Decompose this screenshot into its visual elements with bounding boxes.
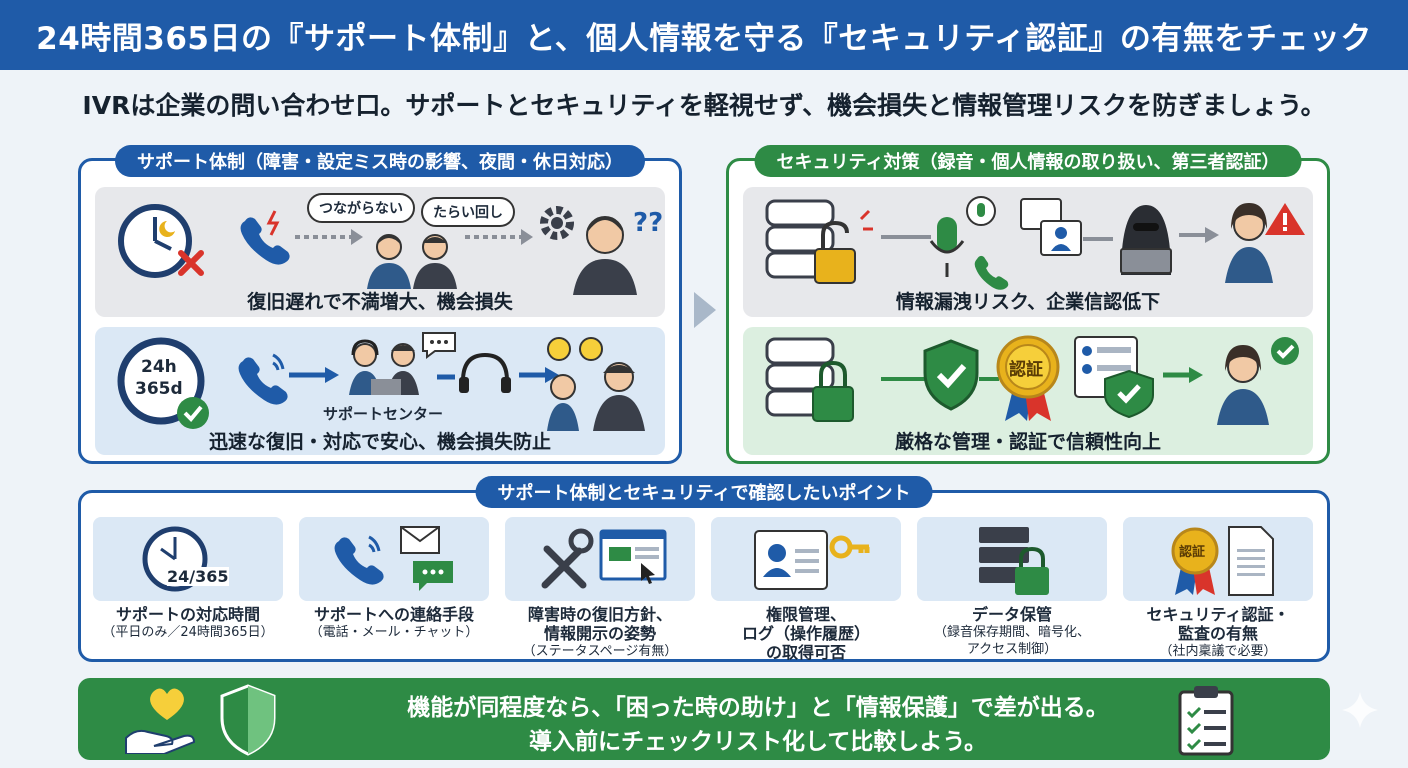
tools-screen-icon	[541, 528, 667, 589]
security-bad-scene: 情報漏洩リスク、企業信認低下	[743, 187, 1313, 317]
point-2-detail: （電話・メール・チャット）	[309, 625, 479, 640]
summary-line-1: 機能が同程度なら、「困った時の助け」と「情報保護」で差が出る。	[407, 695, 1109, 721]
arrow-right-icon-4	[1179, 227, 1219, 243]
chevron-right-icon	[694, 292, 716, 328]
clock-24-365-label: 24/365	[167, 567, 229, 586]
cert-document-icon	[1171, 526, 1274, 596]
point-contact-method: サポートへの連絡手段 （電話・メール・チャット）	[299, 517, 489, 641]
support-agents-icon	[349, 339, 419, 395]
support-bad-caption: 復旧遅れで不満増大、機会損失	[247, 291, 513, 313]
bubble-runaround: たらい回し	[421, 197, 515, 227]
hacker-icon	[1120, 205, 1172, 275]
worried-woman-icon	[1225, 203, 1305, 283]
clock-24h-label: 24h	[141, 357, 177, 377]
support-good-caption: 迅速な復旧・対応で安心、機会損失防止	[208, 431, 551, 453]
point-6-detail: （社内稟議で必要）	[1159, 644, 1277, 659]
point-data-storage: データ保管 （録音保存期間、暗号化、アクセス制御）	[917, 517, 1107, 658]
green-arrow-right-icon	[1163, 367, 1203, 383]
arrow-right-icon-5	[979, 377, 999, 381]
phone-mail-chat-icon	[334, 526, 453, 591]
arrow-right-icon-3	[1083, 237, 1113, 241]
database-locked-icon	[765, 337, 854, 422]
green-arrow-icon	[881, 377, 927, 381]
shield-icon	[220, 684, 276, 756]
24-365-clock-icon	[117, 337, 209, 429]
subtitle: IVRは企業の問い合わせ口。サポートとセキュリティを軽視せず、機会損失と情報管理…	[82, 91, 1326, 120]
security-good-scene: 認証 厳格な管理・認証で信頼性向上	[743, 327, 1313, 455]
confused-man-icon: ??	[573, 208, 663, 295]
cert-badge-label: 認証	[1009, 360, 1043, 380]
phone-call-icon	[238, 353, 288, 405]
user-list-check-icon	[1074, 336, 1154, 419]
bubble-not-connecting: つながらない	[307, 193, 415, 223]
phone-ringing-icon	[240, 210, 290, 265]
check-points-title: サポート体制とセキュリティで確認したいポイント	[475, 476, 933, 508]
id-key-icon	[754, 530, 870, 590]
microphone-icon	[929, 196, 1009, 290]
point-support-hours: 24/365 サポートの対応時間 （平日のみ／24時間365日）	[93, 517, 283, 641]
point-3-title: 障害時の復旧方針、情報開示の姿勢	[527, 605, 672, 643]
headset-icon	[437, 352, 511, 393]
frustrated-people-icon	[367, 234, 457, 289]
summary-line-2: 導入前にチェックリスト化して比較しよう。	[529, 729, 987, 755]
cert-badge-label-2: 認証	[1179, 545, 1206, 560]
point-6-title: セキュリティ認証・監査の有無	[1146, 605, 1290, 643]
point-4-title: 権限管理、ログ（操作履歴）の取得可否	[741, 605, 870, 662]
point-1-title: サポートの対応時間	[115, 605, 260, 624]
night-clock-icon	[118, 204, 204, 278]
gear-icon	[540, 206, 574, 240]
point-5-detail: （録音保存期間、暗号化、アクセス制御）	[933, 625, 1090, 657]
line-arrow-icon	[881, 235, 931, 239]
id-card-icon	[1020, 198, 1082, 256]
certification-badge-icon	[996, 335, 1060, 421]
happy-customers-icon	[547, 337, 645, 431]
header-banner: 24時間365日の『サポート体制』と、個人情報を守る『セキュリティ認証』の有無を…	[0, 0, 1408, 70]
point-recovery-policy: 障害時の復旧方針、情報開示の姿勢 （ステータスページ有無）	[505, 517, 695, 660]
checklist-icon	[1178, 686, 1234, 756]
security-good-caption: 厳格な管理・認証で信頼性向上	[894, 431, 1161, 453]
sparkle-icon	[1342, 692, 1378, 728]
arrow-right-icon	[289, 367, 339, 383]
point-2-title: サポートへの連絡手段	[313, 605, 474, 624]
shield-check-icon	[923, 339, 979, 411]
support-center-label: サポートセンター	[323, 405, 444, 423]
arrow-right-icon-2	[519, 367, 559, 383]
confident-woman-icon	[1217, 337, 1299, 425]
point-access-control: 権限管理、ログ（操作履歴）の取得可否	[711, 517, 901, 662]
svg-text:??: ??	[633, 208, 663, 238]
chat-bubble-icon	[422, 332, 456, 359]
point-1-detail: （平日のみ／24時間365日）	[102, 625, 274, 640]
check-points-panel: サポート体制とセキュリティで確認したいポイント 24/365 サポートの対応時間…	[78, 476, 1330, 662]
support-panel-title: サポート体制（障害・設定ミス時の影響、夜間・休日対応）	[115, 145, 645, 177]
security-panel: セキュリティ対策（録音・個人情報の取り扱い、第三者認証）	[726, 145, 1330, 464]
support-panel: サポート体制（障害・設定ミス時の影響、夜間・休日対応） つながらない たらい回し	[78, 145, 682, 464]
security-bad-caption: 情報漏洩リスク、企業信認低下	[895, 291, 1161, 313]
point-5-title: データ保管	[971, 605, 1052, 624]
database-unlocked-icon	[765, 199, 873, 284]
point-security-cert: 認証 セキュリティ認証・監査の有無 （社内稟議で必要）	[1123, 517, 1313, 660]
summary-banner: 機能が同程度なら、「困った時の助け」と「情報保護」で差が出る。 導入前にチェック…	[78, 678, 1330, 760]
support-good-scene: 24h 365d	[95, 327, 665, 455]
support-bad-scene: つながらない たらい回し ?? 復旧遅れで不満増大、機会損失	[95, 187, 665, 317]
dotted-arrow-icon	[295, 229, 363, 245]
page-title: 24時間365日の『サポート体制』と、個人情報を守る『セキュリティ認証』の有無を…	[36, 20, 1372, 57]
server-lock-icon	[979, 527, 1049, 595]
security-panel-title: セキュリティ対策（録音・個人情報の取り扱い、第三者認証）	[754, 145, 1302, 177]
heart-hand-icon	[125, 688, 196, 754]
dotted-arrow-icon-2	[465, 229, 533, 245]
point-3-detail: （ステータスページ有無）	[522, 644, 678, 659]
clock-365d-label: 365d	[135, 379, 183, 399]
